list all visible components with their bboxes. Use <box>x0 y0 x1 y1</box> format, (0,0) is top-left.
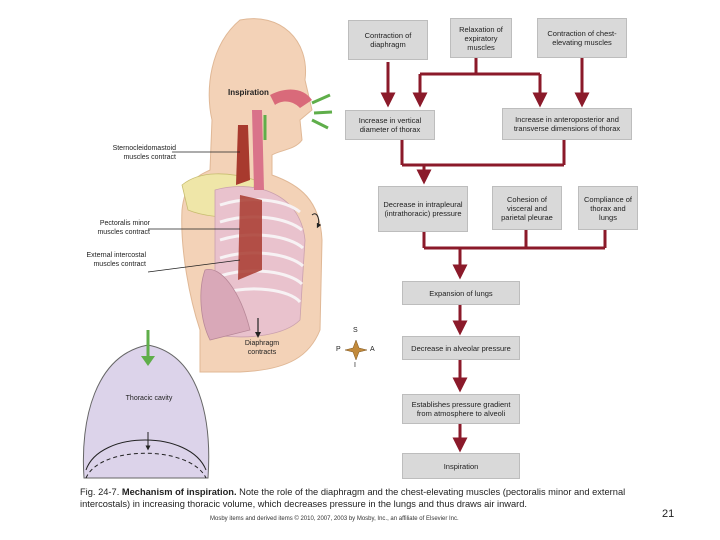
box-decrease-alveolar: Decrease in alveolar pressure <box>402 336 520 360</box>
pectoralis-minor-label: Pectoralis minor muscles contract <box>97 220 150 236</box>
compass-p: P <box>336 346 341 353</box>
caption-title: Mechanism of inspiration. <box>121 487 237 497</box>
copyright-credit: Mosby items and derived items © 2010, 20… <box>210 516 459 522</box>
inspiration-label: Inspiration <box>228 88 269 97</box>
box-expansion-lungs: Expansion of lungs <box>402 281 520 305</box>
compass-s: S <box>353 327 358 334</box>
caption-text: Note the role of the diaphragm and the c… <box>80 487 626 509</box>
page-number: 21 <box>662 508 675 520</box>
flow-arrows <box>380 56 607 453</box>
box-compliance: Compliance of thorax and lungs <box>578 186 638 230</box>
compass-a: A <box>370 346 375 353</box>
thoracic-cavity-label: Thoracic cavity <box>125 395 173 402</box>
torso-illustration <box>181 18 333 373</box>
diaphragm-contracts-label: Diaphragm contracts <box>244 340 280 356</box>
box-contraction-diaphragm: Contraction of diaphragm <box>348 20 428 60</box>
box-decrease-intrapleural: Decrease in intrapleural (intrathoracic)… <box>378 186 468 232</box>
compass-i: I <box>354 362 356 369</box>
box-increase-anteroposterior: Increase in anteroposterior and transver… <box>502 108 632 140</box>
box-contraction-chest-elevating: Contraction of chest-elevating muscles <box>537 18 627 58</box>
thoracic-cavity-inset <box>82 330 210 479</box>
label-leaders <box>147 151 241 273</box>
sternocleidomastoid-label: Sternocleidomastoid muscles contract <box>112 145 176 161</box>
box-establishes-gradient: Establishes pressure gradient from atmos… <box>402 394 520 424</box>
box-cohesion-pleurae: Cohesion of visceral and parietal pleura… <box>492 186 562 230</box>
figure-caption: Fig. 24-7. Mechanism of inspiration. Not… <box>80 487 640 510</box>
box-relaxation-expiratory: Relaxation of expiratory muscles <box>450 18 512 58</box>
orientation-compass <box>344 339 368 361</box>
box-increase-vertical: Increase in vertical diameter of thorax <box>345 110 435 140</box>
box-inspiration: Inspiration <box>402 453 520 479</box>
caption-prefix: Fig. 24-7. <box>80 487 120 497</box>
external-intercostal-label: External intercostal muscles contract <box>86 252 146 268</box>
